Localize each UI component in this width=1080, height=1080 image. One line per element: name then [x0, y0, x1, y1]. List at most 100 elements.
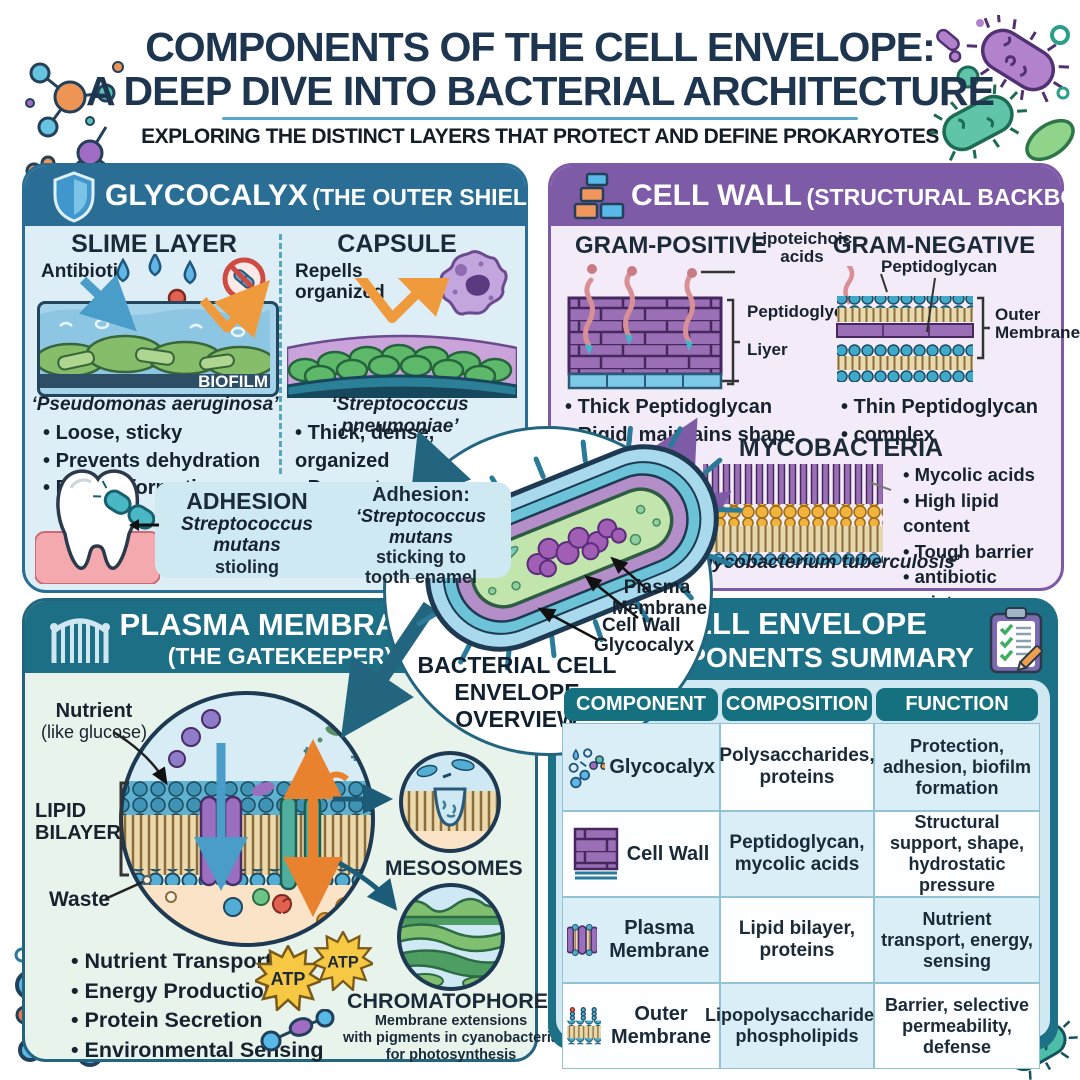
mycobacteria-bullets: Mycolic acids High lipid content Tough b…: [903, 462, 1058, 615]
lipid-bilayer-label-line2: BILAYER: [35, 821, 121, 844]
adhesion-right-note-line2: tooth enamel: [364, 566, 477, 587]
summary-col-function: FUNCTION: [876, 688, 1038, 721]
adhesion-right-species-line2: mutans: [388, 526, 453, 547]
center-caption-line3: OVERVIEW: [455, 706, 579, 733]
table-row-plasma-membrane-component: Plasma Membrane: [562, 897, 720, 983]
row-component-name: Outer Membrane: [610, 1003, 711, 1048]
adhesion-title: ADHESION: [186, 488, 308, 514]
table-row-cell-wall-function: Structural support, shape, hydrostatic p…: [874, 811, 1040, 897]
glycocalyx-row-icon: [568, 748, 606, 789]
table-row-cell-wall-composition: Peptidoglycan, mycolic acids: [720, 811, 874, 897]
bacteria-decoration-top-right: [930, 15, 1075, 162]
bullet-item: Thick Peptidoglycan: [565, 394, 795, 422]
cell-wall-title: CELL WALL: [631, 179, 803, 212]
bullet-item: Prevents dehydration: [43, 448, 261, 476]
mesosomes-label: MESOSOMES: [385, 857, 523, 880]
mycobacteria-heading: MYCOBACTERIA: [738, 434, 944, 462]
row-component-name: Plasma Membrane: [609, 917, 710, 962]
adhesion-arrow-icon: [129, 519, 159, 531]
gram-negative-heading: GRAM-NEGATIVE: [832, 232, 1036, 259]
table-row-plasma-membrane-function: Nutrient transport, energy, sensing: [874, 897, 1040, 983]
bullet-item: High lipid content: [903, 488, 1058, 539]
gp-label-lipoteichoic-line1: Lipoteichoic: [751, 229, 853, 248]
gram-negative-illustration: [836, 266, 990, 382]
chromatophores-title: CHROMATOPHORES: [347, 989, 563, 1013]
nutrient-label-line1: Nutrient: [55, 700, 133, 722]
molecule-small-icon: [260, 1009, 335, 1052]
shield-icon: [53, 171, 95, 223]
adhesion-box: ADHESION Streptococcus mutans stioling A…: [129, 482, 511, 587]
bullet-item: Mycolic acids: [903, 462, 1058, 488]
capsule-illustration: [287, 278, 517, 398]
table-row-glycocalyx-composition: Polysaccharides, proteins: [719, 723, 875, 811]
bullet-item: Tough barrier: [903, 539, 1058, 565]
table-row-outer-membrane-composition: Lipopolysaccharides, phospholipids: [705, 983, 889, 1069]
mycobacteria-illustration: [703, 464, 892, 565]
page-title-line1: COMPONENTS OF THE CELL ENVELOPE:: [145, 24, 936, 70]
lipid-bilayer-label-line1: LIPID: [35, 800, 87, 822]
center-label-cell-wall: Cell Wall: [602, 615, 681, 636]
center-label-plasma-line1: Plasma: [623, 577, 691, 598]
chromatophores-caption-line2: with pigments in cyanobacteria: [343, 1030, 559, 1047]
gram-positive-illustration: [567, 264, 740, 390]
adhesion-left-species-line2: mutans: [213, 534, 281, 556]
chromatophores-caption-line3: for photosynthesis: [385, 1047, 517, 1064]
gram-positive-heading: GRAM-POSITIVE: [574, 232, 767, 259]
mesosome-illustration: [399, 751, 501, 853]
cell-wall-row-icon: [573, 827, 618, 880]
chromatophores-illustration: [397, 883, 505, 991]
bullet-item: Thick, dense, organized: [295, 420, 505, 475]
bullet-item: Environmental Sensing: [71, 1036, 324, 1066]
gp-label-lipoteichoic-line2: acids: [780, 247, 824, 267]
adhesion-left-species-line1: Streptococcus: [181, 514, 313, 535]
slime-arrows: [79, 274, 271, 339]
table-row-outer-membrane-component: Outer Membrane: [562, 983, 720, 1069]
table-row-outer-membrane-function: Barrier, selective permeability, defense: [874, 983, 1040, 1069]
bullet-item: Nutrient Transport: [71, 947, 323, 977]
plasma-bullets: Nutrient Transport Energy Production Pro…: [71, 947, 324, 1066]
plasma-membrane-row-icon: [567, 923, 598, 957]
page-title-line2: A DEEP DIVE INTO BACTERIAL ARCHITECTURE: [86, 68, 995, 114]
glycocalyx-panel-header: GLYCOCALYX (THE OUTER SHIELD): [25, 166, 551, 226]
table-row-plasma-membrane-composition: Lipid bilayer, proteins: [720, 897, 874, 983]
table-row-cell-wall-component: Cell Wall: [562, 811, 720, 897]
mycobacteria-species: ‘Mycobacterium tuberculosis’: [691, 552, 961, 573]
bullet-item: Energy Production: [71, 977, 323, 1007]
bullet-item: Thin Peptidoglycan: [841, 394, 1038, 422]
bullet-item: Loose, sticky: [43, 420, 260, 448]
biofilm-label: BIOFILM: [198, 372, 268, 391]
center-caption-line1: BACTERIAL CELL: [417, 652, 617, 678]
page-subtitle: EXPLORING THE DISTINCT LAYERS THAT PROTE…: [141, 125, 939, 148]
gn-label-outer-line1: Outer: [995, 305, 1041, 324]
gn-label-peptidoglycan: Peptidoglycan: [881, 257, 998, 276]
plasma-annotation-lines: [104, 781, 152, 901]
glycocalyx-column-divider: [279, 234, 282, 474]
bullet-item: Protein Secretion: [71, 1006, 323, 1036]
atp-label: ATP: [271, 969, 306, 989]
table-row-glycocalyx-function: Protection, adhesion, biofilm formation: [874, 723, 1040, 811]
adhesion-right-species-line1: ‘Streptococcus: [355, 506, 487, 527]
capsule-heading: CAPSULE: [337, 230, 457, 258]
bullet-item: complex: [841, 422, 1038, 450]
atp-burst-icon: ATP: [255, 945, 321, 1011]
outer-membrane-row-icon: [567, 1007, 601, 1045]
bricks-icon: [573, 172, 625, 220]
summary-col-component: COMPONENT: [564, 688, 718, 721]
summary-col-composition: COMPOSITION: [722, 688, 872, 721]
table-row-glycocalyx-component: Glycocalyx: [562, 723, 720, 811]
row-component-name: Cell Wall: [626, 842, 710, 865]
waste-label: Waste: [49, 888, 111, 911]
glycocalyx-title: GLYCOCALYX: [105, 179, 308, 212]
capsule-repels-line1: Repells: [295, 261, 363, 282]
slime-species: ‘Pseudomonas aeruginosa’: [31, 394, 279, 415]
chromatophores-caption-line1: Membrane extensions: [374, 1013, 528, 1029]
gp-label-layer: Liyer: [747, 340, 788, 359]
center-caption-line2: ENVELOPE: [454, 679, 580, 706]
gate-icon: [50, 618, 110, 663]
glycocalyx-panel: GLYCOCALYX (THE OUTER SHIELD) SLIME LAYE…: [22, 163, 551, 593]
organelle-arrows: [333, 784, 398, 911]
clipboard-check-icon: [989, 607, 1043, 674]
title-divider: [222, 117, 858, 120]
summary-table: COMPONENT COMPOSITION FUNCTION Glycoc: [562, 686, 1044, 1069]
